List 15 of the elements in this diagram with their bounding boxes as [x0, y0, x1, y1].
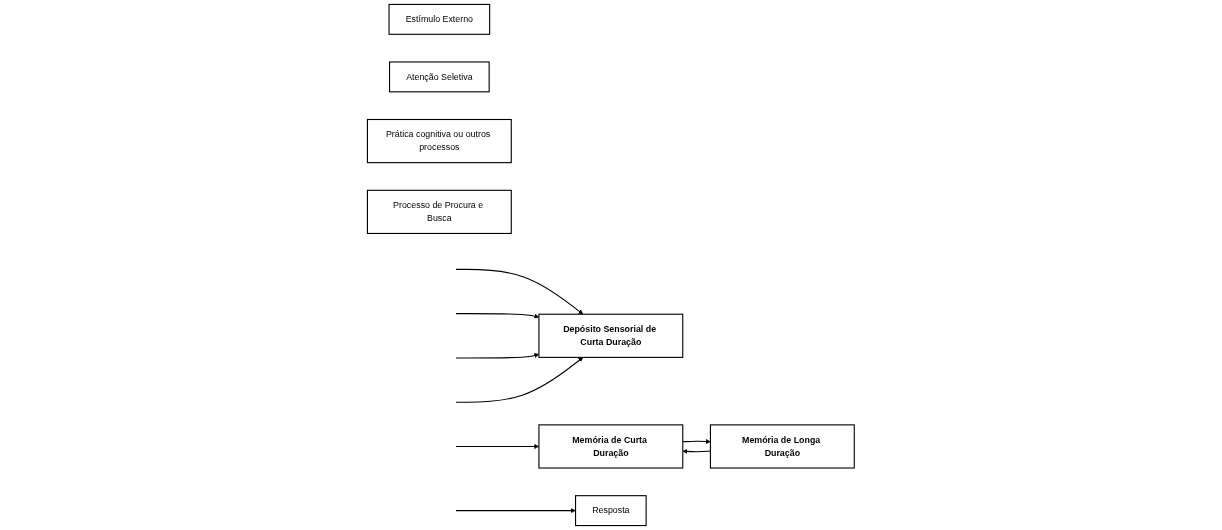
- arrow: [455, 357, 584, 403]
- node-box: Memória de Curta Duração: [538, 424, 684, 469]
- node-box: Prática cognitiva ou outros processos: [367, 118, 512, 164]
- arrow: [455, 353, 540, 359]
- node-box: Estímulo Externo: [388, 3, 491, 35]
- arrow: [455, 268, 584, 315]
- arrow: [455, 508, 576, 514]
- node-box: Atenção Seletiva: [389, 61, 490, 93]
- arrow: [455, 444, 540, 449]
- node-box: Resposta: [575, 495, 647, 527]
- arrow: [682, 439, 711, 444]
- arrow: [455, 313, 540, 319]
- node-box: Depósito Sensorial de Curta Duração: [538, 313, 684, 358]
- node-box: Processo de Procura e Busca: [367, 189, 512, 234]
- node-box: Memória de Longa Duração: [710, 424, 855, 469]
